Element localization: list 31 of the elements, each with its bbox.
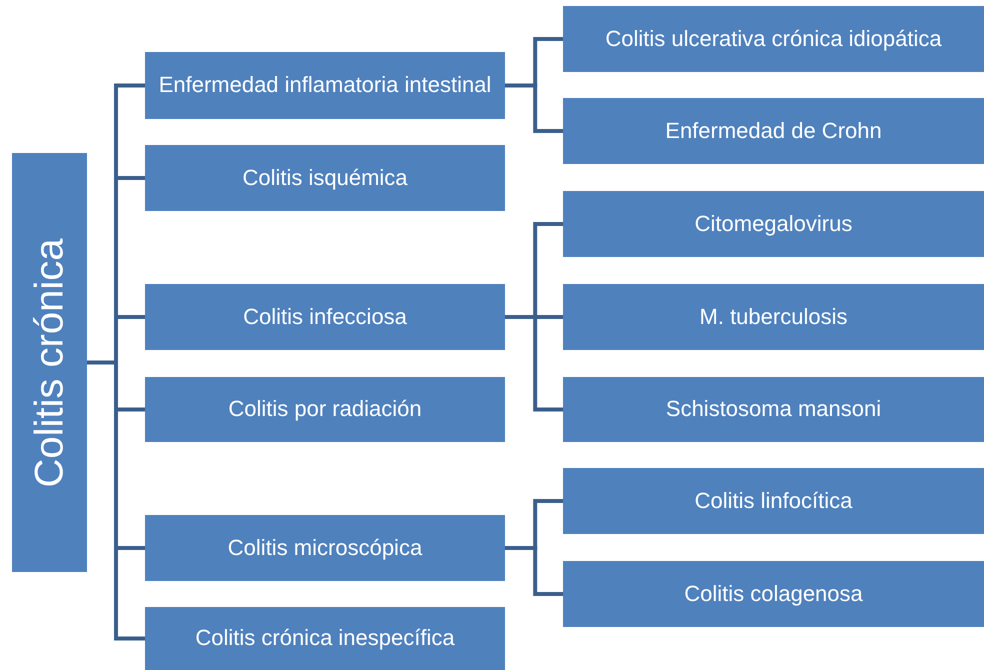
connector-line xyxy=(505,84,563,133)
box-label: M. tuberculosis xyxy=(700,304,848,330)
box-label: Colitis ulcerativa crónica idiopática xyxy=(605,26,942,52)
category-box xyxy=(563,191,984,257)
category-box xyxy=(145,515,505,581)
category-box xyxy=(563,377,984,442)
connector-line xyxy=(87,360,145,640)
box-label: Colitis crónica xyxy=(26,238,72,487)
box-label: Citomegalovirus xyxy=(694,210,852,238)
connector-line xyxy=(505,546,563,596)
category-box xyxy=(563,98,984,164)
box-label: Schistosoma mansoni xyxy=(666,396,882,423)
category-box xyxy=(563,6,984,72)
category-box xyxy=(145,145,505,211)
category-box xyxy=(563,468,984,534)
box-label: Enfermedad de Crohn xyxy=(665,118,882,144)
box-label: Colitis crónica inespecífica xyxy=(195,625,455,652)
category-box xyxy=(12,153,87,572)
box-label: Colitis infecciosa xyxy=(243,304,407,330)
box-label: Colitis por radiación xyxy=(228,396,422,423)
category-box xyxy=(145,607,505,670)
category-box xyxy=(563,561,984,627)
category-box xyxy=(563,284,984,350)
category-box xyxy=(145,284,505,350)
box-label: Enfermedad inflamatoria intestinal xyxy=(158,72,492,99)
box-label: Colitis isquémica xyxy=(242,164,408,192)
category-box xyxy=(145,52,505,119)
box-label: Colitis microscópica xyxy=(228,534,422,562)
box-label: Colitis colagenosa xyxy=(684,580,863,608)
category-box xyxy=(145,377,505,442)
box-label: Colitis linfocítica xyxy=(694,488,852,514)
